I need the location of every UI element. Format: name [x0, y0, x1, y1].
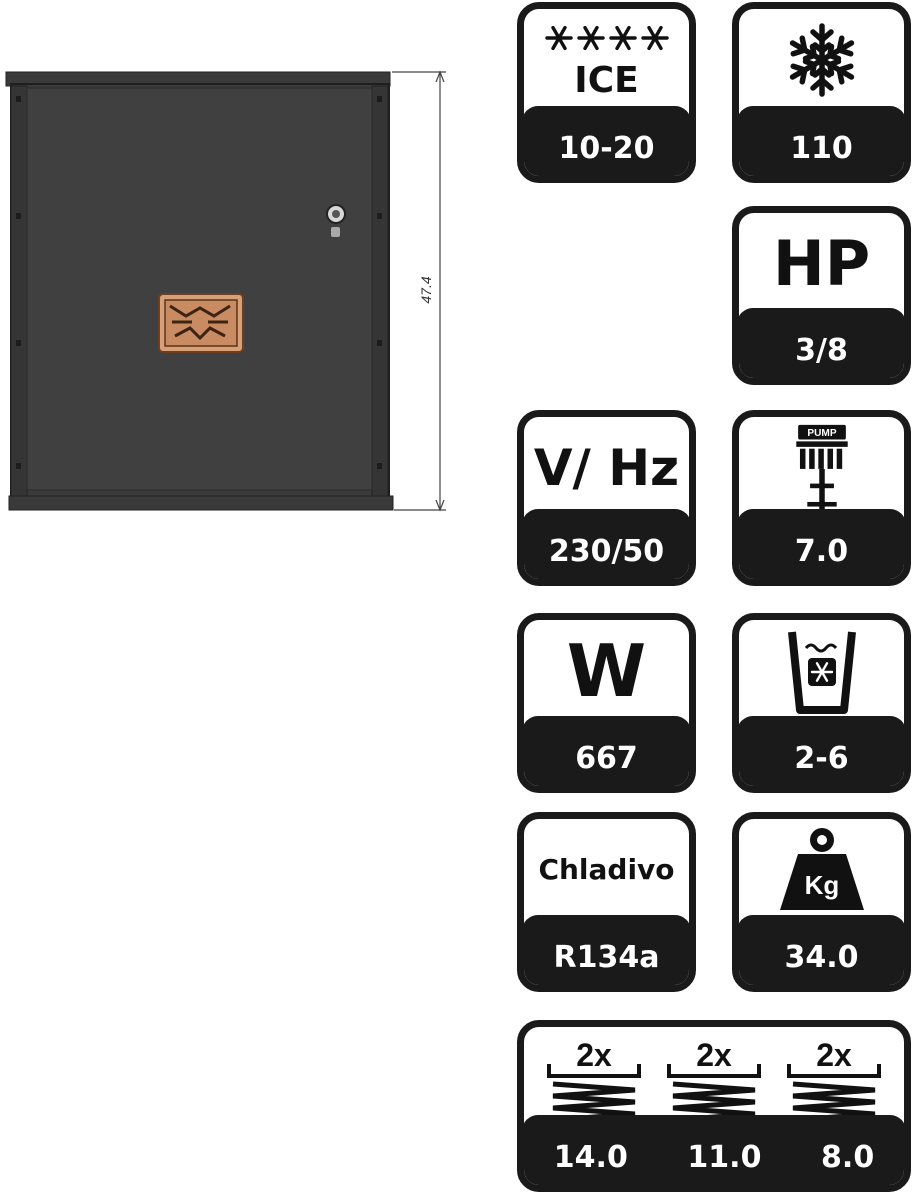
hp-label: HP: [772, 226, 871, 300]
cabinet-door: [26, 87, 373, 491]
product-drawing: 47.4: [5, 70, 446, 512]
height-dimension: [392, 70, 446, 512]
capacity-tile: 110: [732, 2, 911, 183]
weight-icon-label: Kg: [804, 870, 839, 900]
water-ice-cup-icon: [787, 631, 856, 714]
ice-value: 10-20: [558, 130, 655, 166]
watts-value: 667: [575, 740, 638, 776]
refrigerant-value: R134a: [553, 939, 660, 975]
hp-value: 3/8: [795, 332, 848, 368]
snowflake-icon: [789, 22, 854, 97]
capacity-value: 110: [790, 130, 853, 166]
voltage-label: V/ Hz: [533, 438, 680, 497]
weight-icon: Kg: [779, 827, 864, 910]
water-value: 2-6: [794, 740, 849, 776]
refrigerant-tile: Chladivo R134a: [517, 812, 696, 992]
watts-label: W: [566, 628, 647, 713]
cabinet-base: [8, 495, 394, 511]
water-tile: 2-6: [732, 613, 911, 793]
four-snowflakes-icon: [544, 25, 669, 50]
spring-qty: 2x: [576, 1037, 612, 1073]
pump-icon-label: PUMP: [807, 428, 836, 439]
hp-tile: HP 3/8: [732, 206, 911, 385]
watts-tile: W 667: [517, 613, 696, 793]
spring-qty: 2x: [816, 1037, 852, 1073]
ice-label: ICE: [574, 59, 639, 101]
weight-value: 34.0: [784, 939, 859, 975]
refrigerant-label: Chladivo: [538, 852, 675, 886]
spring-qty: 2x: [696, 1037, 732, 1073]
ice-tile: ICE 10-20: [517, 2, 696, 183]
spring-value: 11.0: [687, 1139, 762, 1175]
dimension-label: 47.4: [418, 276, 434, 303]
spring-value: 14.0: [553, 1139, 628, 1175]
pump-tile: PUMP 7.0: [732, 410, 911, 586]
voltage-value: 230/50: [548, 533, 665, 569]
spring-value: 8.0: [821, 1139, 875, 1175]
pump-value: 7.0: [794, 533, 849, 569]
springs-tile: 2x 2x 2x: [517, 1020, 911, 1192]
weight-tile: Kg 34.0: [732, 812, 911, 992]
brand-badge: [158, 293, 244, 353]
voltage-tile: V/ Hz 230/50: [517, 410, 696, 586]
